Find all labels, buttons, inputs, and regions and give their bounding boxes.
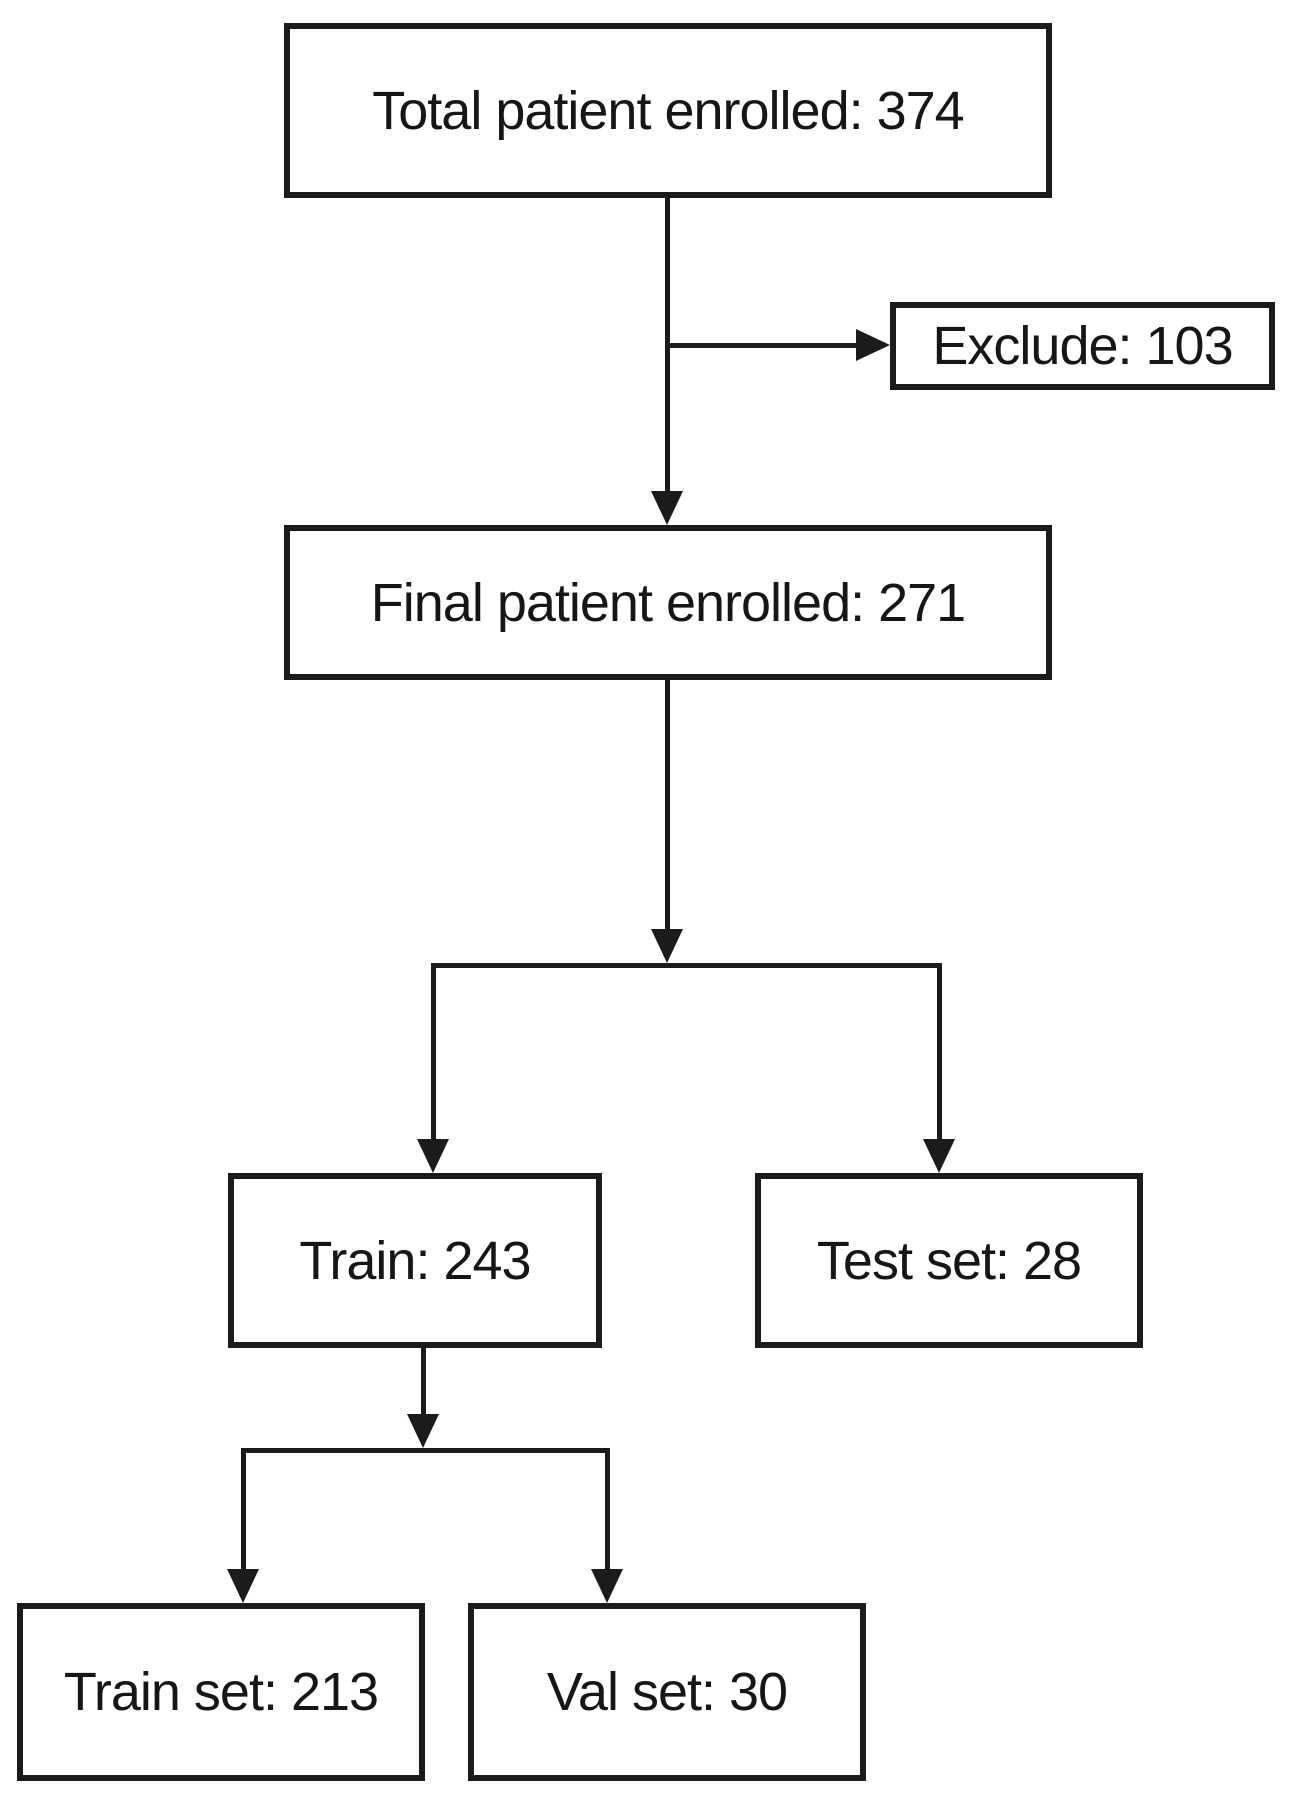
- node-train: Train: 243: [228, 1173, 602, 1348]
- connector-final-to-split-line: [665, 680, 670, 931]
- node-val-set: Val set: 30: [468, 1603, 866, 1781]
- arrow-down-icon: [417, 1139, 449, 1173]
- connector-train-to-split-line: [421, 1348, 426, 1416]
- connector-split-to-trainset-line: [241, 1448, 246, 1571]
- connector-total-to-final-line: [665, 198, 670, 493]
- arrow-right-icon: [856, 329, 890, 361]
- node-train-set: Train set: 213: [17, 1603, 425, 1781]
- arrow-down-icon: [651, 929, 683, 963]
- split-line-train-test: [431, 963, 942, 968]
- arrow-down-icon: [923, 1139, 955, 1173]
- node-total-enrolled: Total patient enrolled: 374: [284, 23, 1052, 198]
- arrow-down-icon: [227, 1569, 259, 1603]
- connector-branch-to-exclude-line: [668, 343, 858, 348]
- arrow-down-icon: [407, 1414, 439, 1448]
- arrow-down-icon: [591, 1569, 623, 1603]
- connector-split-to-test-line: [937, 963, 942, 1141]
- node-exclude: Exclude: 103: [890, 302, 1275, 390]
- arrow-down-icon: [651, 491, 683, 525]
- split-line-trainset-valset: [241, 1448, 610, 1453]
- connector-split-to-valset-line: [605, 1448, 610, 1571]
- node-test-set: Test set: 28: [755, 1173, 1143, 1348]
- node-final-enrolled: Final patient enrolled: 271: [284, 525, 1052, 680]
- connector-split-to-train-line: [431, 963, 436, 1141]
